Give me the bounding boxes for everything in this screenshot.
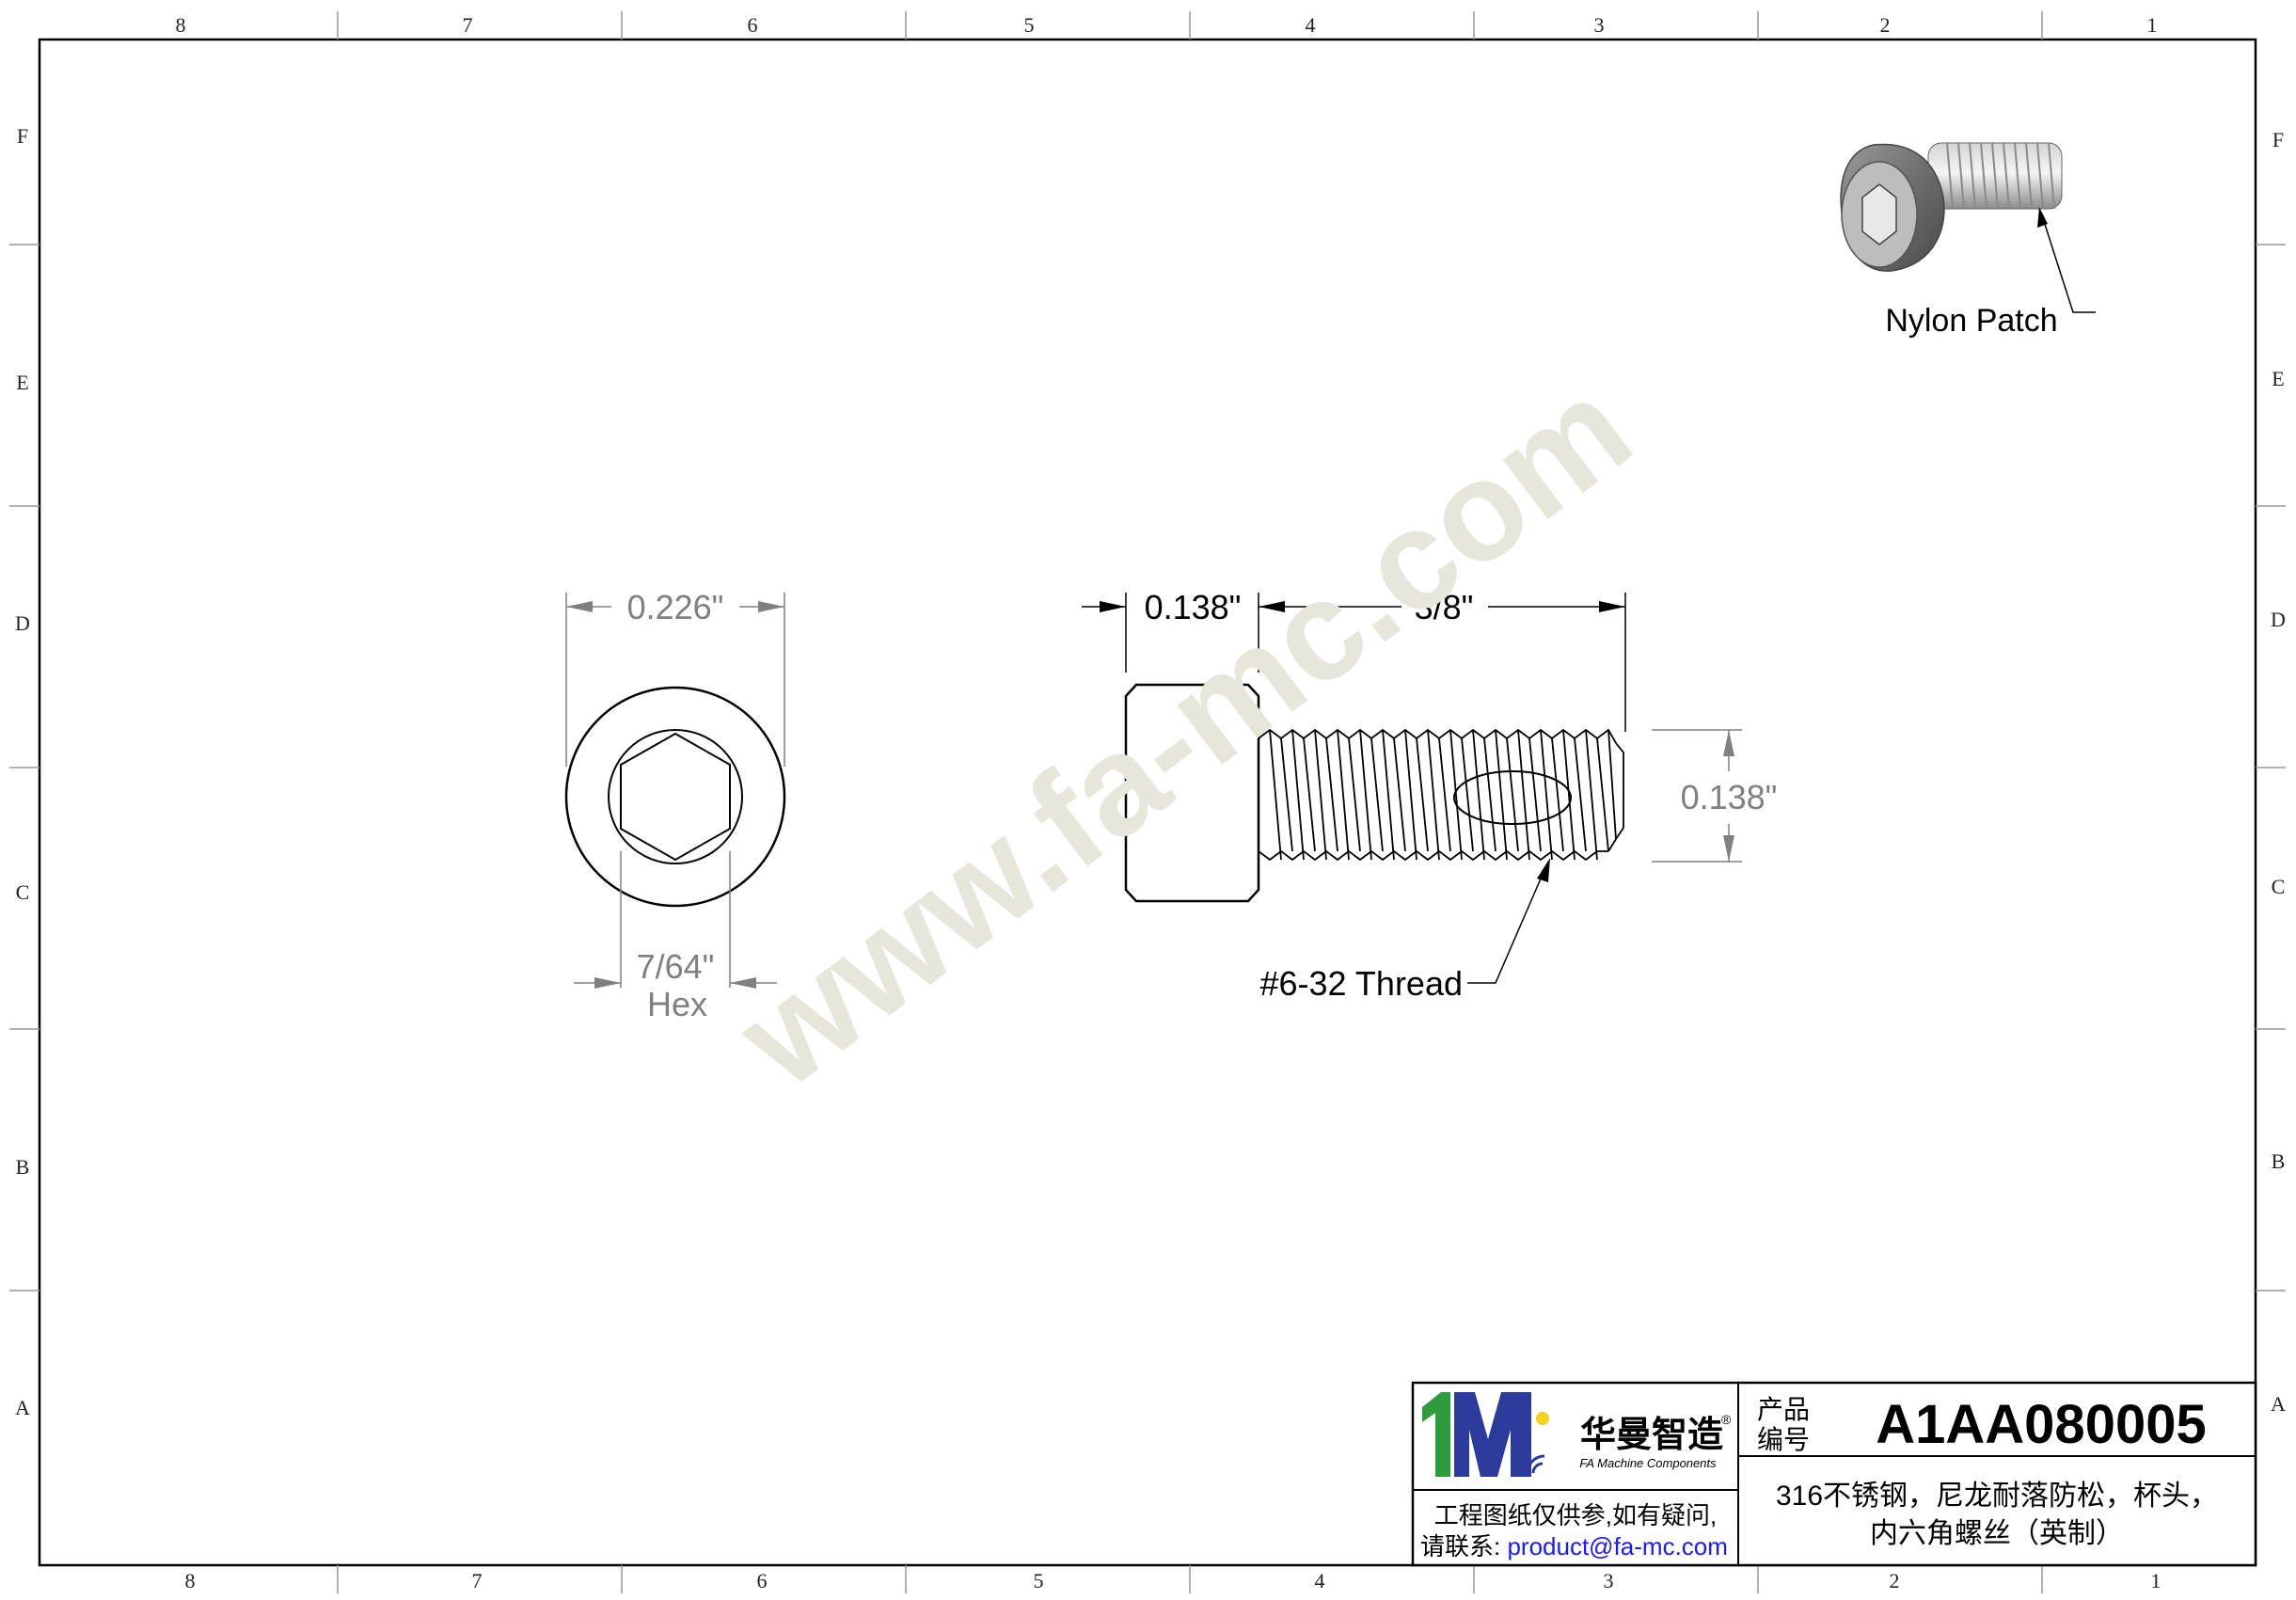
contact-email: product@fa-mc.com — [1507, 1532, 1727, 1560]
zone-row-D: D — [15, 611, 30, 635]
zone-row-C: C — [2272, 875, 2286, 898]
screw-head-profile — [1124, 683, 1260, 903]
zone-col-8: 8 — [185, 1569, 196, 1592]
iso-view: Nylon Patch — [1840, 142, 2096, 339]
zone-col-7: 7 — [472, 1569, 483, 1592]
head-height-dimension — [1082, 593, 1259, 673]
zone-row-B: B — [16, 1155, 30, 1179]
part-number: A1AA080005 — [1876, 1394, 2206, 1455]
sheet-border — [38, 38, 2257, 1567]
head-diameter-label: 0.226" — [627, 588, 724, 626]
socket-circle — [608, 729, 743, 864]
zone-col-1: 1 — [2151, 1569, 2161, 1592]
zone-col-2: 2 — [1890, 1569, 1900, 1592]
code-label-line2: 编号 — [1757, 1425, 1810, 1454]
zone-labels-bottom: 8 7 6 5 4 3 2 1 — [185, 1569, 2161, 1592]
code-label-line1: 产品 — [1757, 1395, 1810, 1424]
nylon-patch-ellipse — [1453, 770, 1572, 825]
zone-col-5: 5 — [1034, 1569, 1044, 1592]
note-line1: 工程图纸仅供参,如有疑问, — [1434, 1501, 1717, 1529]
logo-dot — [1536, 1412, 1549, 1425]
zone-row-B: B — [2272, 1149, 2286, 1173]
head-diameter-dimension — [565, 593, 785, 767]
thread-callout-label: #6-32 Thread — [1260, 964, 1464, 1003]
logo-mark-m — [1454, 1392, 1531, 1477]
zone-labels-top: 8 7 6 5 4 3 2 1 — [176, 13, 2158, 37]
hex-size-dimension — [574, 851, 777, 989]
front-view: 0.226" 7/64" Hex — [564, 588, 786, 1023]
note-line2: 请联系: product@fa-mc.com — [1420, 1532, 1728, 1560]
iso-thread-lines — [1946, 142, 2055, 210]
zone-row-C: C — [16, 880, 30, 904]
thread-profile — [1258, 728, 1624, 862]
title-block: 华曼智造 ® FA Machine Components 产品 编号 A1AA0… — [1411, 1381, 2257, 1567]
zone-row-F: F — [17, 124, 28, 148]
zone-col-6: 6 — [757, 1569, 768, 1592]
thread-diameter-label: 0.138" — [1681, 778, 1778, 816]
wifi-icon — [1526, 1454, 1545, 1474]
iso-hex-socket — [1861, 183, 1897, 246]
zone-col-3: 3 — [1594, 13, 1605, 37]
zone-ticks — [9, 11, 2286, 1593]
description-line1: 316不锈钢，尼龙耐落防松，杯头， — [1776, 1481, 2218, 1512]
zone-col-7: 7 — [463, 13, 473, 37]
zone-row-A: A — [2271, 1392, 2286, 1416]
iso-leader — [2037, 207, 2096, 313]
zone-row-E: E — [16, 371, 28, 394]
zone-col-5: 5 — [1024, 13, 1035, 37]
zone-col-3: 3 — [1604, 1569, 1614, 1592]
zone-row-E: E — [2272, 367, 2284, 390]
hex-label: Hex — [647, 985, 707, 1023]
zone-col-4: 4 — [1315, 1569, 1325, 1592]
logo-brand: 华曼智造 — [1580, 1416, 1723, 1455]
logo-registered: ® — [1721, 1412, 1732, 1427]
head-height-label: 0.138" — [1145, 588, 1242, 626]
thread-callout-leader — [1467, 858, 1550, 984]
thread-length-dimension — [1259, 593, 1626, 732]
zone-labels-left: F E D C B A — [15, 124, 30, 1419]
thread-diameter-dimension — [1652, 729, 1742, 863]
zone-col-1: 1 — [2147, 13, 2158, 37]
side-view: 0.138" 3/8" 0.138" #6-32 Thread — [1082, 588, 1777, 1003]
thread-length-label: 3/8" — [1415, 588, 1474, 626]
zone-row-D: D — [2271, 608, 2286, 631]
description-line2: 内六角螺丝（英制） — [1870, 1518, 2124, 1549]
note-line2-prefix: 请联系: — [1420, 1532, 1507, 1560]
zone-col-4: 4 — [1306, 13, 1316, 37]
title-block-frame — [1411, 1381, 2257, 1567]
logo-subtitle: FA Machine Components — [1579, 1456, 1717, 1470]
zone-row-F: F — [2272, 128, 2284, 151]
zone-col-8: 8 — [176, 13, 186, 37]
nylon-patch-label: Nylon Patch — [1885, 303, 2057, 339]
head-outer-circle — [564, 686, 786, 908]
hex-size-label: 7/64" — [637, 947, 715, 986]
zone-row-A: A — [15, 1396, 30, 1419]
zone-labels-right: F E D C B A — [2271, 128, 2286, 1416]
zone-col-6: 6 — [748, 13, 758, 37]
hex-socket — [620, 732, 731, 862]
zone-col-2: 2 — [1880, 13, 1891, 37]
logo-mark-1 — [1422, 1392, 1450, 1477]
company-logo: 华曼智造 ® FA Machine Components — [1422, 1392, 1732, 1477]
